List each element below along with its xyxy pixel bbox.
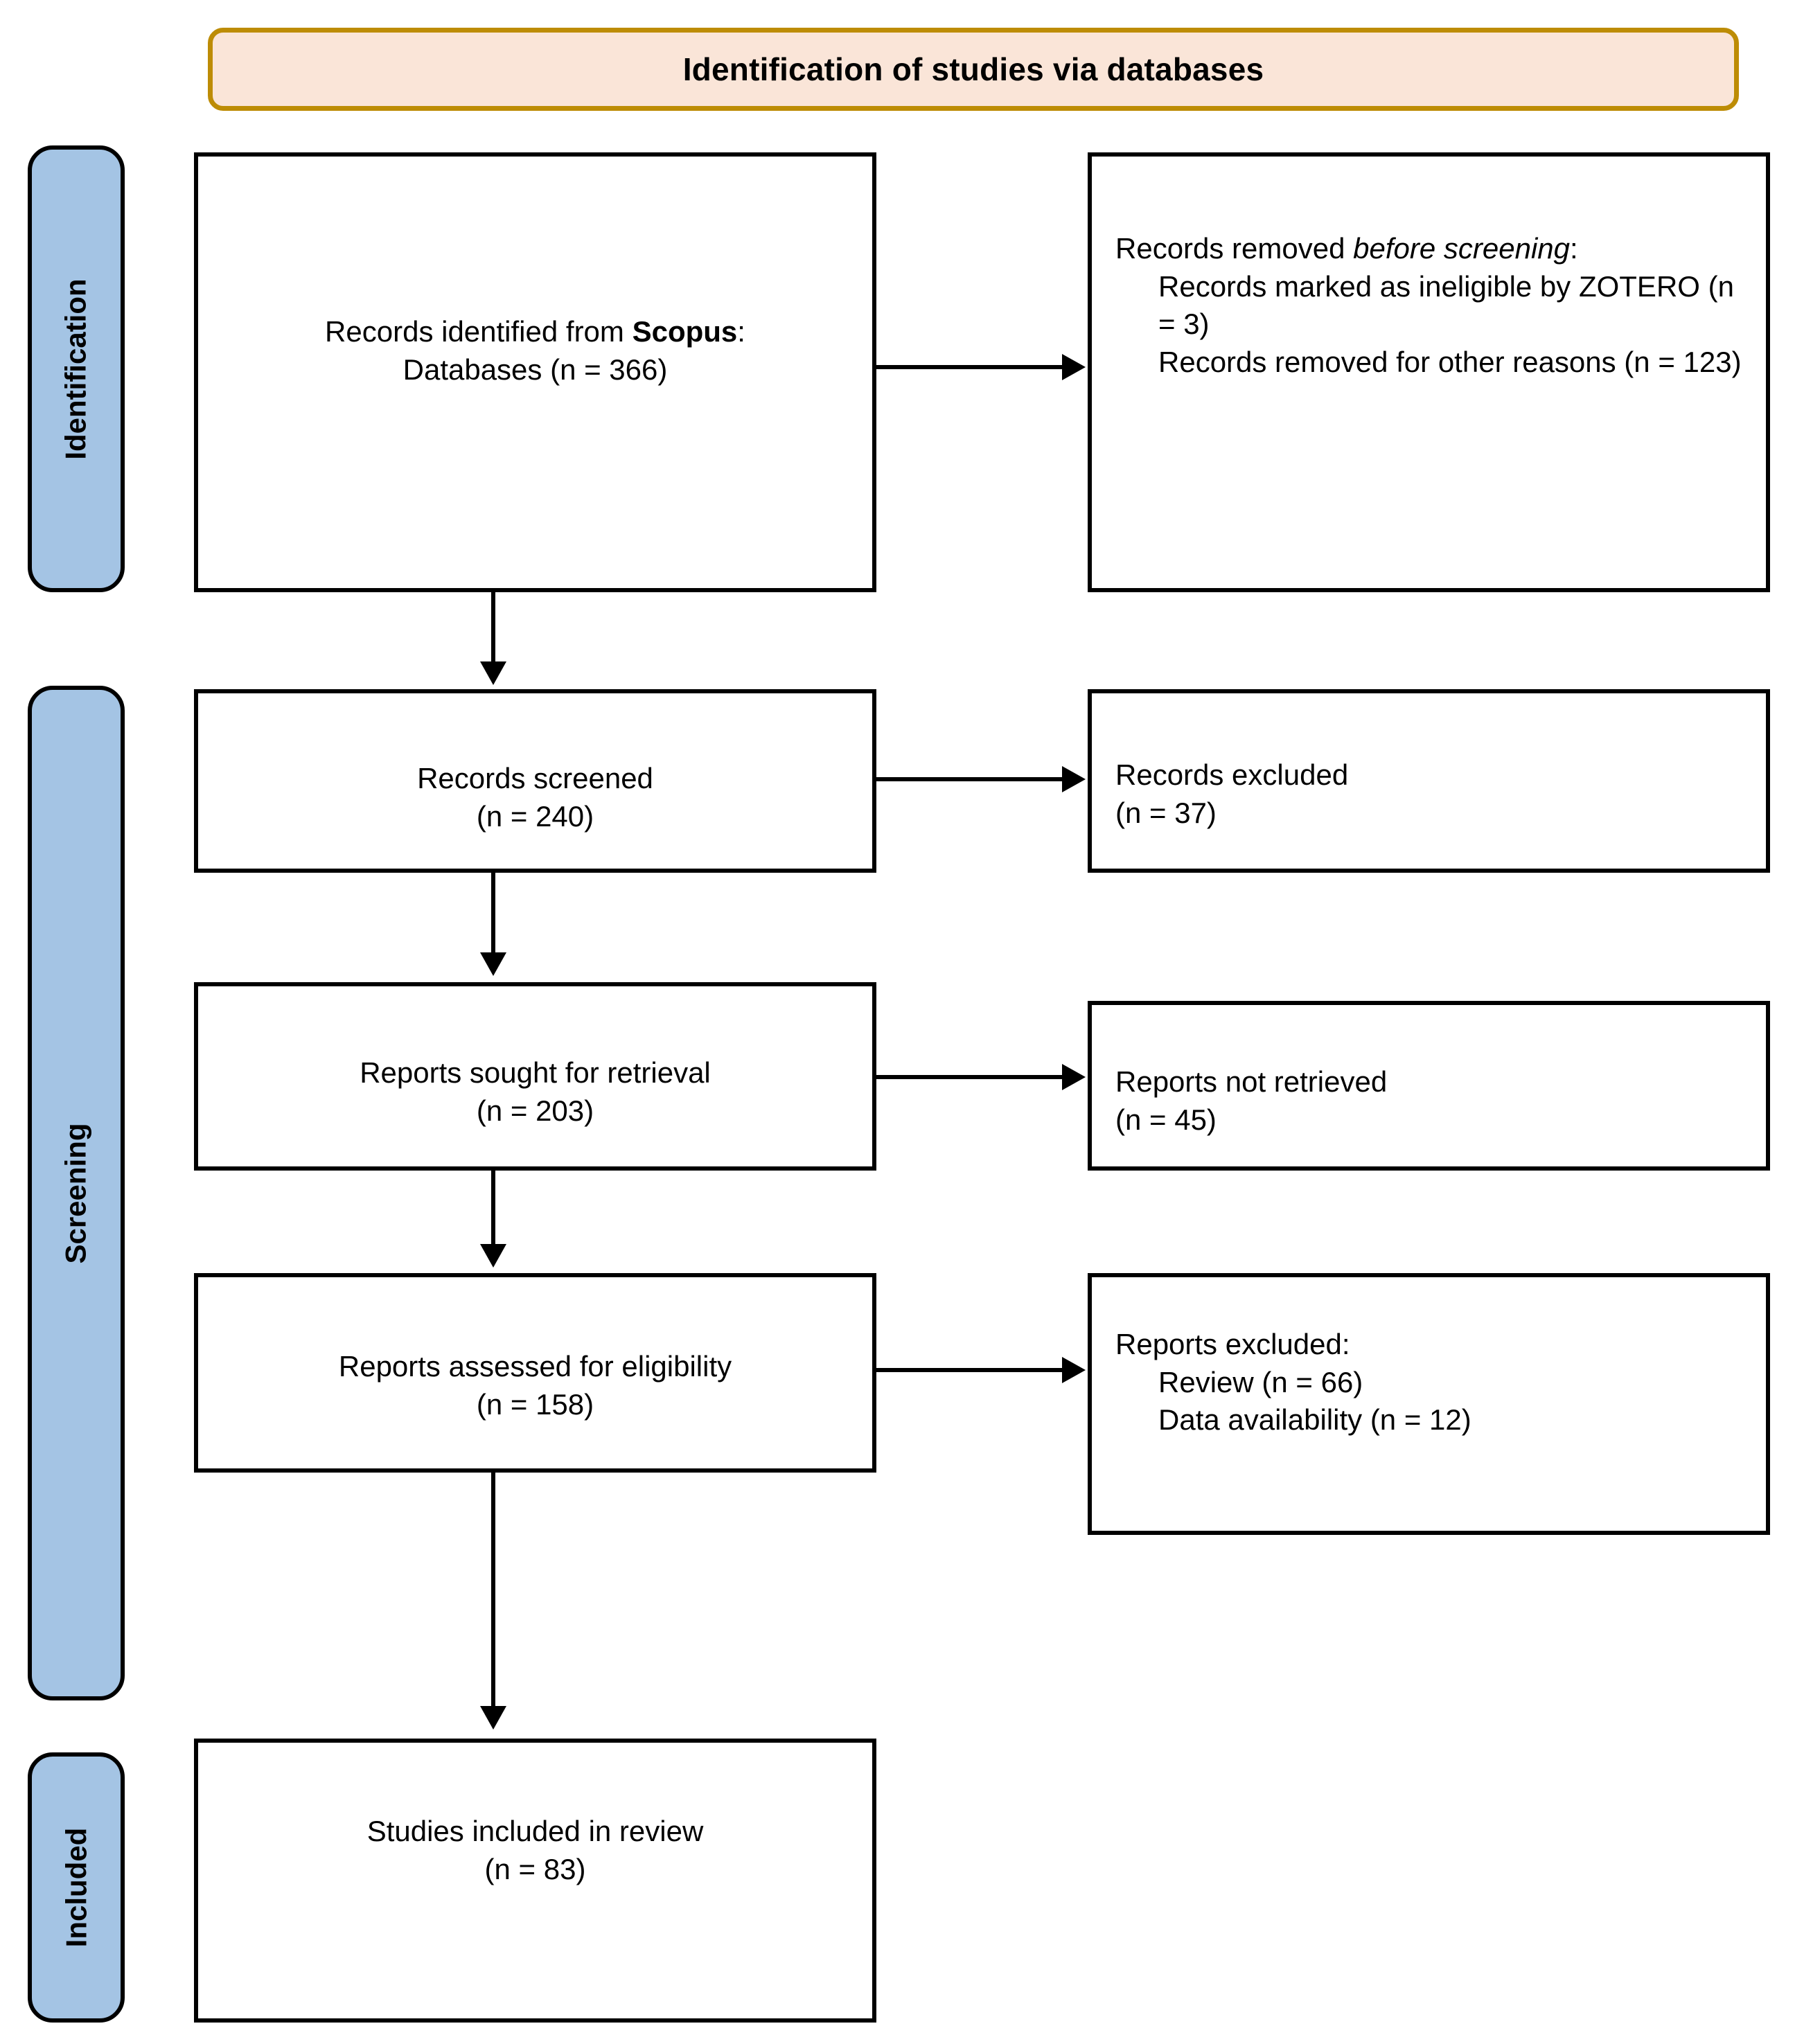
box-records-excluded-text: Records excluded (n = 37)	[1092, 738, 1766, 850]
reports-not-retrieved-line2: (n = 45)	[1115, 1103, 1217, 1136]
records-removed-line3: Records removed for other reasons (n = 1…	[1158, 345, 1742, 378]
box-studies-included: Studies included in review (n = 83)	[194, 1739, 876, 2023]
records-removed-line2: Records marked as ineligible by ZOTERO (…	[1158, 269, 1734, 341]
records-screened-line2: (n = 240)	[476, 799, 594, 833]
connector-line	[876, 777, 1063, 781]
stage-label-screening-text: Screening	[60, 1122, 93, 1264]
box-records-excluded: Records excluded (n = 37)	[1088, 689, 1770, 873]
reports-assessed-line1: Reports assessed for eligibility	[338, 1350, 732, 1383]
stage-label-included-text: Included	[60, 1827, 92, 1948]
box-records-removed: Records removed before screening: Record…	[1088, 152, 1770, 592]
records-screened-line1: Records screened	[417, 762, 653, 794]
box-records-screened-text: Records screened (n = 240)	[198, 742, 872, 853]
arrow-down-icon	[480, 661, 506, 685]
arrow-down-icon	[480, 952, 506, 976]
box-reports-assessed: Reports assessed for eligibility (n = 15…	[194, 1273, 876, 1473]
connector-line	[491, 1473, 495, 1712]
box-records-identified: Records identified from Scopus: Database…	[194, 152, 876, 592]
studies-included-line1: Studies included in review	[366, 1815, 704, 1847]
reports-excluded-line3: Data availability (n = 12)	[1158, 1403, 1471, 1437]
connector-line	[876, 1368, 1063, 1372]
reports-excluded-line2: Review (n = 66)	[1158, 1365, 1363, 1398]
box-reports-excluded-text: Reports excluded: Review (n = 66) Data a…	[1092, 1308, 1766, 1457]
banner-title: Identification of studies via databases	[682, 51, 1264, 87]
box-records-screened: Records screened (n = 240)	[194, 689, 876, 873]
box-studies-included-text: Studies included in review (n = 83)	[198, 1795, 872, 1906]
arrow-right-icon	[1062, 1064, 1086, 1090]
connector-line	[491, 592, 495, 666]
box-reports-not-retrieved: Reports not retrieved (n = 45)	[1088, 1001, 1770, 1171]
records-identified-line1-pre: Records identified from	[325, 315, 633, 348]
arrow-right-icon	[1062, 1357, 1086, 1383]
connector-line	[491, 873, 495, 956]
box-reports-excluded: Reports excluded: Review (n = 66) Data a…	[1088, 1273, 1770, 1535]
arrow-down-icon	[480, 1706, 506, 1730]
stage-label-identification-text: Identification	[60, 278, 92, 460]
records-excluded-line1: Records excluded	[1115, 758, 1349, 791]
box-reports-sought: Reports sought for retrieval (n = 203)	[194, 982, 876, 1171]
stage-label-included: Included	[28, 1752, 125, 2023]
reports-excluded-line1: Reports excluded:	[1115, 1328, 1350, 1360]
box-reports-not-retrieved-text: Reports not retrieved (n = 45)	[1092, 1045, 1766, 1157]
arrow-right-icon	[1062, 766, 1086, 792]
records-removed-line1-pre: Records removed	[1115, 232, 1354, 265]
records-removed-emphasis: before screening	[1353, 232, 1571, 265]
box-records-identified-text: Records identified from Scopus: Database…	[198, 295, 872, 407]
reports-assessed-line2: (n = 158)	[476, 1387, 594, 1421]
records-removed-line1-post: :	[1570, 232, 1578, 265]
connector-line	[491, 1171, 495, 1248]
records-identified-line1-post: :	[737, 315, 745, 348]
records-identified-line2: Databases (n = 366)	[403, 353, 668, 386]
connector-line	[876, 365, 1063, 369]
records-excluded-line2: (n = 37)	[1115, 796, 1217, 829]
reports-sought-line1: Reports sought for retrieval	[360, 1056, 711, 1089]
box-records-removed-text: Records removed before screening: Record…	[1092, 212, 1766, 399]
stage-label-identification: Identification	[28, 145, 125, 592]
stage-label-screening: Screening	[28, 686, 125, 1700]
reports-sought-line2: (n = 203)	[476, 1094, 594, 1127]
reports-not-retrieved-line1: Reports not retrieved	[1115, 1065, 1388, 1098]
records-identified-source: Scopus	[632, 315, 738, 348]
box-reports-assessed-text: Reports assessed for eligibility (n = 15…	[198, 1330, 872, 1441]
box-reports-sought-text: Reports sought for retrieval (n = 203)	[198, 1036, 872, 1148]
arrow-right-icon	[1062, 354, 1086, 380]
connector-line	[876, 1075, 1063, 1079]
arrow-down-icon	[480, 1244, 506, 1268]
studies-included-line2: (n = 83)	[484, 1852, 586, 1885]
diagram-header-banner: Identification of studies via databases	[208, 28, 1739, 111]
